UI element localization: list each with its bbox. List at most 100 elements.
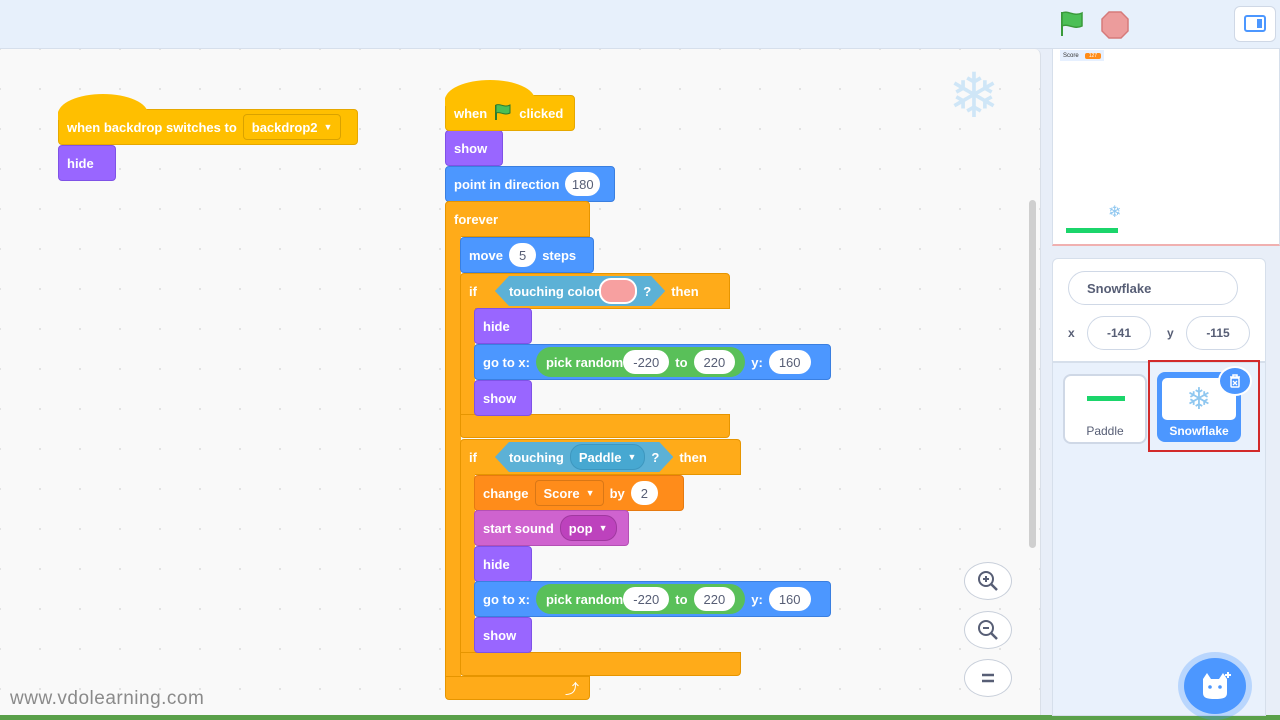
green-flag-icon [493,103,513,124]
block-label: go to x: [483,591,530,607]
block-label: hide [67,155,94,171]
sprite-tile-label: Snowflake [1169,424,1229,438]
touching-sprite-block[interactable]: touching Paddle▼ ? [495,442,673,472]
zoom-out-icon[interactable] [964,611,1012,649]
touching-dropdown[interactable]: Paddle ▼ [570,444,646,470]
forever-block[interactable]: forever [445,201,590,237]
x-label: x [1068,326,1075,340]
snowflake-sprite-icon: ❄ [1108,204,1122,221]
dropdown-value: Score [543,485,580,501]
hide-block[interactable]: hide [474,308,532,344]
block-label: if [469,449,477,465]
random-from-input[interactable]: -220 [623,587,670,611]
go-to-xy-block[interactable]: go to x: pick random -220 to 220 y: 160 [474,344,831,380]
pick-random-block[interactable]: pick random -220 to 220 [535,347,746,377]
stage-layout-icon[interactable] [1234,6,1276,42]
add-sprite-icon[interactable] [1184,658,1246,714]
chevron-down-icon: ▼ [585,488,595,498]
move-steps-block[interactable]: move 5 steps [460,237,594,273]
chevron-down-icon: ▼ [598,523,608,533]
block-label: steps [542,247,577,263]
paddle-sprite [1066,228,1118,233]
random-to-input[interactable]: 220 [693,587,736,611]
steps-input[interactable]: 5 [508,243,537,267]
chevron-down-icon: ▼ [323,122,333,132]
block-label: change [483,485,529,501]
hide-block[interactable]: hide [474,546,532,582]
block-label: start sound [483,520,554,536]
if-rail [460,474,475,652]
sprite-tile-paddle[interactable]: Paddle [1063,374,1147,444]
sound-dropdown[interactable]: pop ▼ [559,515,617,541]
block-label: show [483,627,517,643]
random-to-input[interactable]: 220 [693,350,736,374]
x-input[interactable]: -141 [1087,316,1151,350]
block-label: point in direction [454,176,560,192]
when-flag-clicked-block[interactable]: when clicked [445,80,575,131]
direction-input[interactable]: 180 [565,172,600,196]
block-label: to [675,354,688,370]
block-label: if [469,283,477,299]
y-input[interactable]: 160 [768,350,811,374]
block-label: pick random [545,591,624,607]
block-label: y: [751,354,763,370]
block-label: then [671,283,699,299]
variable-dropdown[interactable]: Score ▼ [534,480,604,506]
green-flag-icon[interactable] [1056,8,1088,40]
block-label: when backdrop switches to [67,119,237,135]
color-picker[interactable] [599,278,637,304]
sprite-tile-label: Paddle [1086,424,1124,438]
dropdown-value: pop [568,520,593,536]
block-label: by [609,485,625,501]
change-variable-block[interactable]: change Score ▼ by 2 [474,475,684,511]
snowflake-sprite-icon: ❄ [948,62,1000,131]
start-sound-block[interactable]: start sound pop ▼ [474,510,629,546]
y-input[interactable]: 160 [768,587,811,611]
zoom-reset-icon[interactable] [964,659,1012,697]
if-end [460,652,741,676]
block-label: y: [751,591,763,607]
if-end [460,414,730,438]
block-label: ? [643,283,652,299]
score-monitor: Score 127 [1060,50,1105,61]
selection-highlight [1148,360,1260,452]
show-block[interactable]: show [474,380,532,416]
y-input[interactable]: -115 [1186,316,1250,350]
pick-random-block[interactable]: pick random -220 to 220 [535,584,746,614]
block-label: touching [508,449,564,465]
dropdown-value: Paddle [578,449,622,465]
block-label: then [679,449,707,465]
stop-icon[interactable] [1100,10,1130,40]
show-block[interactable]: show [445,130,503,166]
block-label: move [469,247,503,263]
block-label: clicked [519,105,564,121]
block-label: show [483,390,517,406]
code-scrollbar[interactable] [1029,200,1036,548]
if-then-block[interactable]: if touching color ? then [460,273,730,309]
when-backdrop-switches-block[interactable]: when backdrop switches to backdrop2 ▼ [58,94,358,145]
sprite-name-input[interactable]: Snowflake [1068,271,1238,305]
trash-icon[interactable] [1218,366,1252,396]
watermark: www.vdolearning.com [10,688,205,709]
if-then-block[interactable]: if touching Paddle▼ ? then [460,439,741,475]
stage[interactable] [1052,48,1280,246]
chevron-down-icon: ▼ [627,452,637,462]
dropdown-value: backdrop2 [251,119,318,135]
hide-block[interactable]: hide [58,145,116,181]
block-label: hide [483,556,510,572]
loop-arrow-icon: ⤴ [565,681,579,697]
backdrop-dropdown[interactable]: backdrop2 ▼ [242,114,342,140]
block-label: go to x: [483,354,530,370]
block-label: when [454,105,488,121]
monitor-label: Score [1063,52,1079,59]
monitor-value: 127 [1084,52,1102,59]
zoom-in-icon[interactable] [964,562,1012,600]
go-to-xy-block[interactable]: go to x: pick random -220 to 220 y: 160 [474,581,831,617]
touching-color-block[interactable]: touching color ? [495,276,665,306]
block-label: touching color [508,283,600,299]
show-block[interactable]: show [474,617,532,653]
change-by-input[interactable]: 2 [630,481,658,505]
snowflake-thumbnail-icon: ❄ [1162,378,1236,420]
random-from-input[interactable]: -220 [623,350,670,374]
point-in-direction-block[interactable]: point in direction 180 [445,166,615,202]
